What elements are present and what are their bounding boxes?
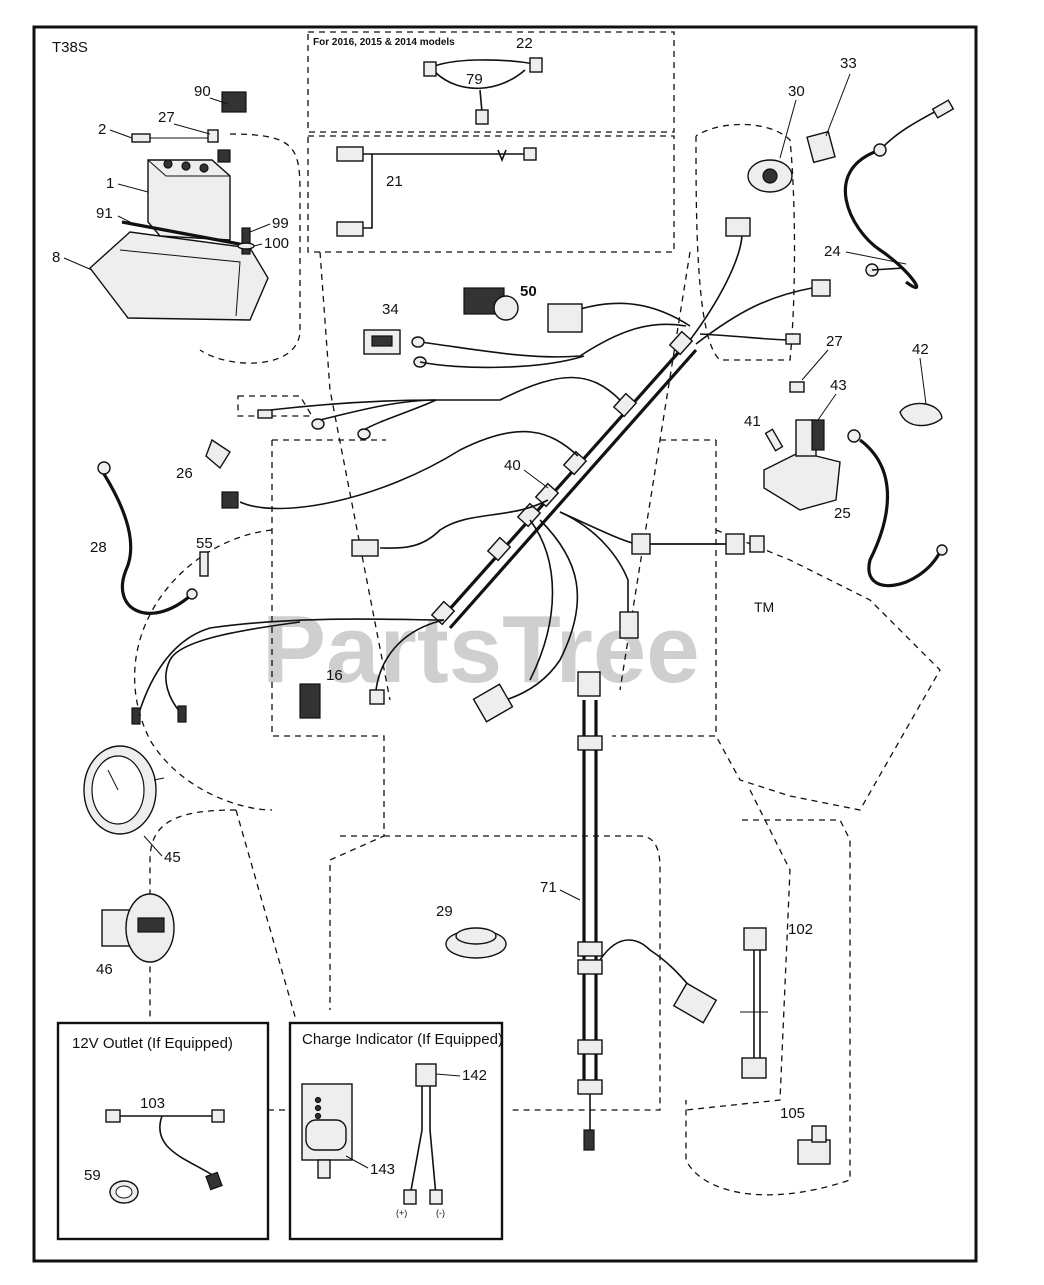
callout-142: 142 (462, 1067, 487, 1084)
bolt-99 (241, 227, 251, 255)
callout-105: 105 (780, 1105, 805, 1122)
callout-34: 34 (382, 301, 399, 318)
pto-zone-outline (685, 819, 851, 1196)
indicator-143 (301, 1083, 353, 1179)
harness-zone-left (319, 251, 391, 701)
nut-27 (207, 129, 219, 143)
callout-71: 71 (540, 879, 557, 896)
outlet-box (56, 1021, 270, 1241)
dash-zone-outline (340, 835, 661, 1111)
battery-cable-24 (843, 99, 955, 289)
callout-59: 59 (84, 1167, 101, 1184)
callout-27-solenoid: 27 (826, 333, 843, 350)
terminal-cover (221, 91, 247, 113)
battery-tray (89, 231, 269, 321)
callout-42: 42 (912, 341, 929, 358)
fuse-26 (205, 438, 231, 470)
callout-103: 103 (140, 1095, 165, 1112)
bolt-55 (199, 551, 209, 577)
switch-34 (363, 329, 401, 355)
callout-46: 46 (96, 961, 113, 978)
chassis-zone-right (612, 440, 717, 737)
switch-50 (463, 287, 519, 321)
nut-27-solenoid (789, 381, 805, 393)
outlet-box-title: 12V Outlet (If Equipped) (72, 1035, 233, 1052)
terminal-bolt (131, 133, 212, 143)
harness-22 (423, 57, 543, 125)
ground-terminal-a (131, 707, 141, 725)
callout-45: 45 (164, 849, 181, 866)
top-models-note: For 2016, 2015 & 2014 models (313, 37, 455, 48)
callout-99: 99 (272, 215, 289, 232)
gauge-45 (83, 745, 165, 835)
callout-21: 21 (386, 173, 403, 190)
callout-55: 55 (196, 535, 213, 552)
diagram-code: T38S (52, 39, 88, 56)
callout-28: 28 (90, 539, 107, 556)
ground-cable-28 (97, 461, 198, 615)
top-models-box (307, 31, 675, 133)
outlet-59 (109, 1180, 139, 1204)
ground-terminal-b (177, 705, 187, 723)
callout-90: 90 (194, 83, 211, 100)
engine-zone-outline (715, 529, 941, 811)
callout-41: 41 (744, 413, 761, 430)
minus-label: (-) (436, 1208, 445, 1218)
washer-100 (237, 242, 255, 250)
battery-group-outline (199, 133, 301, 364)
callout-27-battery: 27 (158, 109, 175, 126)
callout-50: 50 (520, 283, 537, 300)
cable-25 (847, 429, 948, 588)
callout-22: 22 (516, 35, 533, 52)
callout-100: 100 (264, 235, 289, 252)
harness-142 (403, 1063, 443, 1205)
callout-8: 8 (52, 249, 60, 266)
callout-91: 91 (96, 205, 113, 222)
harness-21 (336, 146, 537, 237)
callout-30: 30 (788, 83, 805, 100)
wire-plug-box (237, 395, 314, 417)
connector-dash-a (235, 809, 297, 1021)
callout-29: 29 (436, 903, 453, 920)
harness-103 (105, 1109, 225, 1191)
callout-102: 102 (788, 921, 813, 938)
relay-16 (299, 683, 321, 719)
harness-71 (577, 671, 718, 1151)
hourmeter-zone-outline (149, 809, 237, 1020)
callout-24: 24 (824, 243, 841, 260)
bolt-41 (764, 428, 784, 452)
callout-79: 79 (466, 71, 483, 88)
trademark-text: TM (754, 599, 774, 615)
hour-meter-46 (101, 893, 175, 963)
connector-dash-b (685, 789, 791, 1111)
battery (147, 149, 231, 241)
key (806, 130, 836, 164)
callout-1: 1 (106, 175, 114, 192)
callout-2: 2 (98, 121, 106, 138)
callout-143: 143 (370, 1161, 395, 1178)
battery-strap (121, 220, 251, 248)
charge-box-title: Charge Indicator (If Equipped) (302, 1031, 503, 1048)
diagram-frame (32, 25, 978, 1263)
callout-43: 43 (830, 377, 847, 394)
callout-16: 16 (326, 667, 343, 684)
harness-102 (740, 927, 768, 1079)
main-harness-40 (139, 217, 831, 723)
callout-40: 40 (504, 457, 521, 474)
harness-21-box (307, 135, 675, 253)
callout-33: 33 (840, 55, 857, 72)
ignition-switch (747, 159, 793, 193)
boot-42 (899, 402, 943, 427)
plug-29 (445, 927, 507, 959)
chassis-zone-left (271, 440, 385, 1010)
plus-label: (+) (396, 1208, 407, 1218)
switch-105 (797, 1125, 831, 1165)
switch-zone-outline (695, 123, 796, 361)
callout-25: 25 (834, 505, 851, 522)
callout-26: 26 (176, 465, 193, 482)
